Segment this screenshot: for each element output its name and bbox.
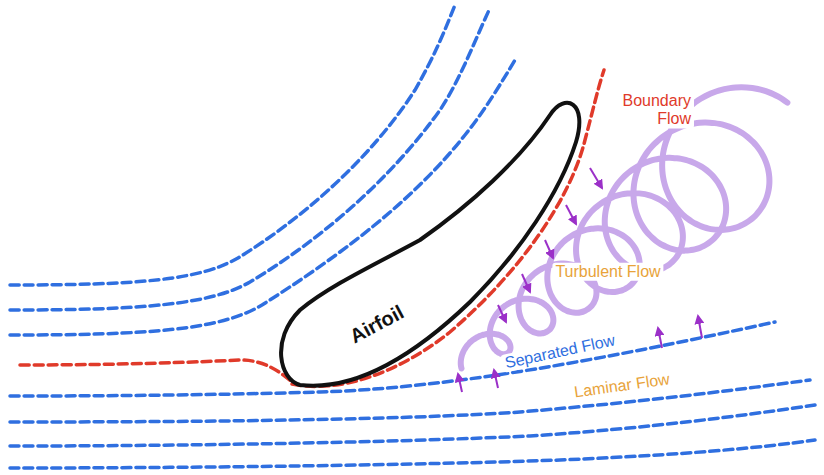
separated-flow-label: Separated Flow	[500, 331, 619, 374]
boundary-lines	[20, 70, 604, 386]
inflow-arrow	[698, 316, 702, 338]
inflow-arrow	[566, 205, 576, 224]
inflow-arrow	[498, 305, 506, 322]
laminar-streamline	[10, 405, 815, 446]
inflow-arrow	[458, 374, 462, 392]
inflow-arrow	[494, 370, 498, 388]
inflow-arrow	[658, 328, 662, 348]
streamline	[10, 5, 455, 285]
airfoil-outline-path	[281, 103, 579, 386]
inflow-arrow	[522, 274, 530, 292]
turbulent-flow-label: Turbulent Flow	[552, 263, 663, 281]
boundary-line	[20, 360, 292, 382]
streamlines	[10, 5, 815, 468]
boundary-flow-label: Boundary Flow	[610, 92, 694, 129]
inflow-arrow	[590, 168, 602, 188]
laminar-streamline	[10, 380, 810, 422]
inflow-arrow	[545, 240, 553, 258]
laminar-streamline	[10, 440, 815, 468]
